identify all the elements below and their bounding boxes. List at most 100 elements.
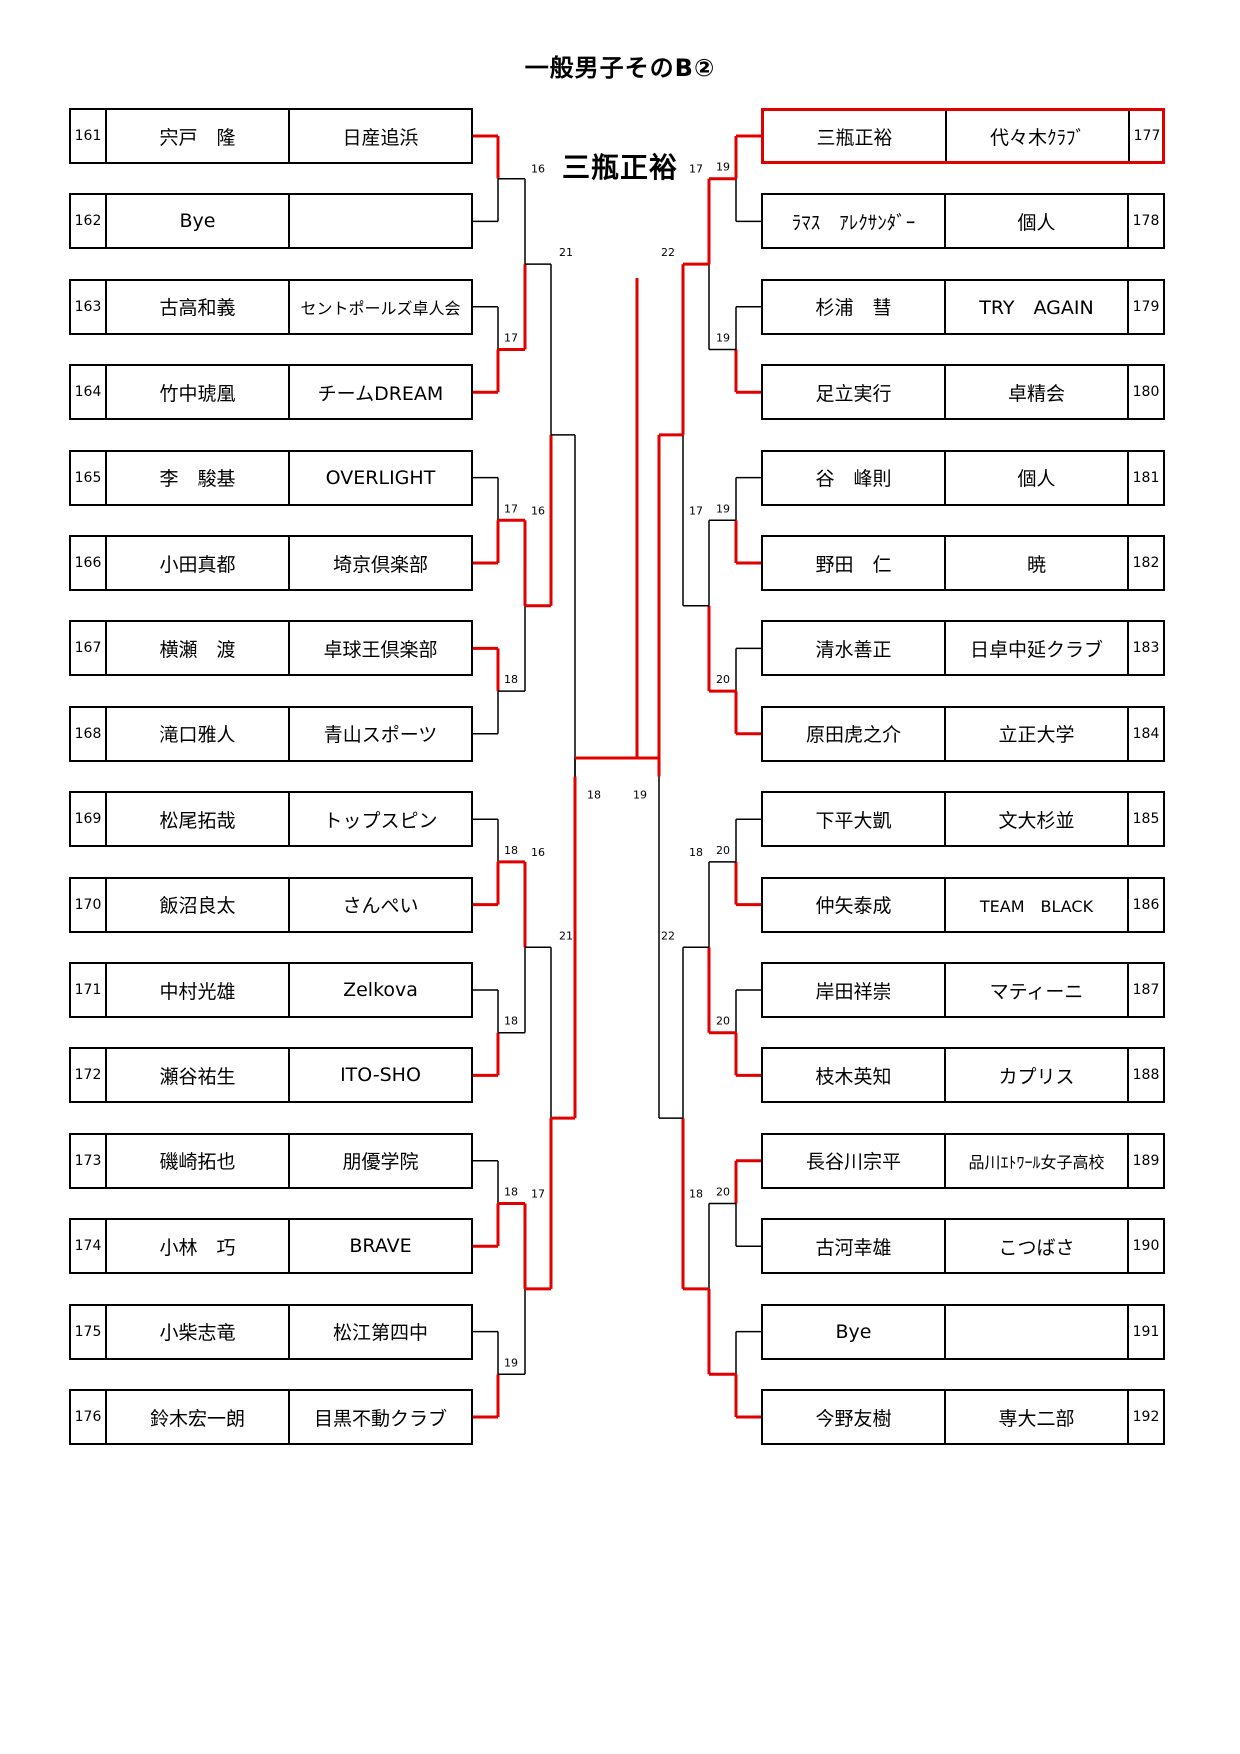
match-label: 21 — [559, 929, 573, 942]
entry-seed: 187 — [1127, 964, 1163, 1016]
entry-name: 仲矢泰成 — [763, 878, 946, 931]
entry-seed: 177 — [1128, 111, 1164, 161]
match-label: 16 — [531, 846, 545, 859]
entry-seed: 165 — [71, 451, 107, 504]
entry-name: 李 駿基 — [107, 451, 290, 504]
right-entry-179: 杉浦 彗 TRY AGAIN 179 — [761, 278, 1165, 335]
entry-name: 杉浦 彗 — [763, 280, 946, 333]
match-label: 17 — [531, 1188, 545, 1201]
match-label: 17 — [689, 163, 703, 176]
right-entry-178: ﾗﾏｽ ｱﾚｸｻﾝﾀﾞｰ 個人 178 — [761, 193, 1165, 250]
entry-name: 滝口雅人 — [107, 707, 290, 760]
entry-name: 小田真都 — [107, 537, 290, 589]
entry-name: 三瓶正裕 — [764, 111, 947, 161]
match-label: 19 — [716, 332, 730, 345]
match-label: 17 — [504, 332, 518, 345]
entry-seed: 170 — [71, 878, 107, 931]
entry-club: 卓精会 — [1007, 382, 1065, 405]
entry-name: 足立実行 — [763, 366, 946, 419]
entry-name: Bye — [107, 195, 290, 248]
match-label: 18 — [504, 673, 518, 686]
entry-seed: 163 — [71, 280, 107, 333]
entry-seed: 185 — [1127, 793, 1163, 846]
entry-club: 品川ｴﾄﾜｰﾙ女子高校 — [968, 1152, 1105, 1172]
entry-seed: 168 — [71, 707, 107, 760]
entry-club: 朋優学院 — [342, 1151, 419, 1174]
match-label: 19 — [633, 789, 647, 802]
entry-club: 卓球王倶楽部 — [323, 638, 438, 661]
entry-name: 飯沼良太 — [107, 878, 290, 931]
entry-name: 下平大凱 — [763, 793, 946, 846]
entry-club: 日産追浜 — [342, 126, 419, 149]
entry-seed: 192 — [1127, 1391, 1163, 1443]
entry-name: 岸田祥崇 — [763, 964, 946, 1016]
match-label: 18 — [689, 846, 703, 859]
entry-seed: 173 — [71, 1134, 107, 1187]
entry-seed: 181 — [1127, 451, 1163, 504]
entry-seed: 179 — [1127, 280, 1163, 333]
entry-club: トップスピン — [323, 809, 438, 832]
right-entry-184: 原田虎之介 立正大学 184 — [761, 705, 1165, 762]
entry-club: こつばさ — [998, 1236, 1075, 1259]
match-label: 19 — [716, 161, 730, 174]
entry-name: 原田虎之介 — [763, 707, 946, 760]
entry-club: TRY AGAIN — [979, 297, 1094, 320]
match-label: 18 — [689, 1188, 703, 1201]
entry-name: 枝木英知 — [763, 1049, 946, 1102]
entry-name: 鈴木宏一朗 — [107, 1391, 290, 1443]
entry-seed: 162 — [71, 195, 107, 248]
entry-club: 暁 — [1026, 553, 1046, 576]
match-label: 18 — [504, 844, 518, 857]
entry-club: セントポールズ卓人会 — [300, 298, 461, 318]
entry-club: さんぺい — [342, 895, 419, 918]
entry-club: ITO-SHO — [340, 1064, 421, 1087]
entry-club: 代々木ｸﾗﾌﾞ — [989, 126, 1085, 149]
entry-club: 個人 — [1017, 211, 1056, 234]
entry-seed: 169 — [71, 793, 107, 846]
entry-club: OVERLIGHT — [325, 466, 436, 489]
entry-club: 青山スポーツ — [323, 724, 438, 747]
entry-seed: 164 — [71, 366, 107, 419]
entry-seed: 167 — [71, 622, 107, 675]
entry-seed: 171 — [71, 964, 107, 1016]
entry-name: 長谷川宗平 — [763, 1134, 946, 1187]
match-label: 17 — [689, 504, 703, 517]
right-entry-192: 今野友樹 専大二部 192 — [761, 1389, 1165, 1445]
entry-name: 今野友樹 — [763, 1391, 946, 1443]
entry-seed: 180 — [1127, 366, 1163, 419]
match-label: 17 — [504, 502, 518, 515]
match-label: 20 — [716, 844, 730, 857]
entry-name: 横瀬 渡 — [107, 622, 290, 675]
match-label: 20 — [716, 1015, 730, 1028]
entry-name: ﾗﾏｽ ｱﾚｸｻﾝﾀﾞｰ — [763, 195, 946, 248]
entry-club: 松江第四中 — [332, 1322, 428, 1345]
entry-name: 中村光雄 — [107, 964, 290, 1016]
entry-name: Bye — [763, 1305, 946, 1358]
entry-club — [290, 195, 471, 247]
entry-club: 立正大学 — [998, 724, 1075, 747]
entry-name: 松尾拓哉 — [107, 793, 290, 846]
entry-seed: 178 — [1127, 195, 1163, 248]
entry-club: 専大二部 — [998, 1407, 1075, 1430]
entry-seed: 184 — [1127, 707, 1163, 760]
entry-club: 個人 — [1017, 468, 1056, 491]
